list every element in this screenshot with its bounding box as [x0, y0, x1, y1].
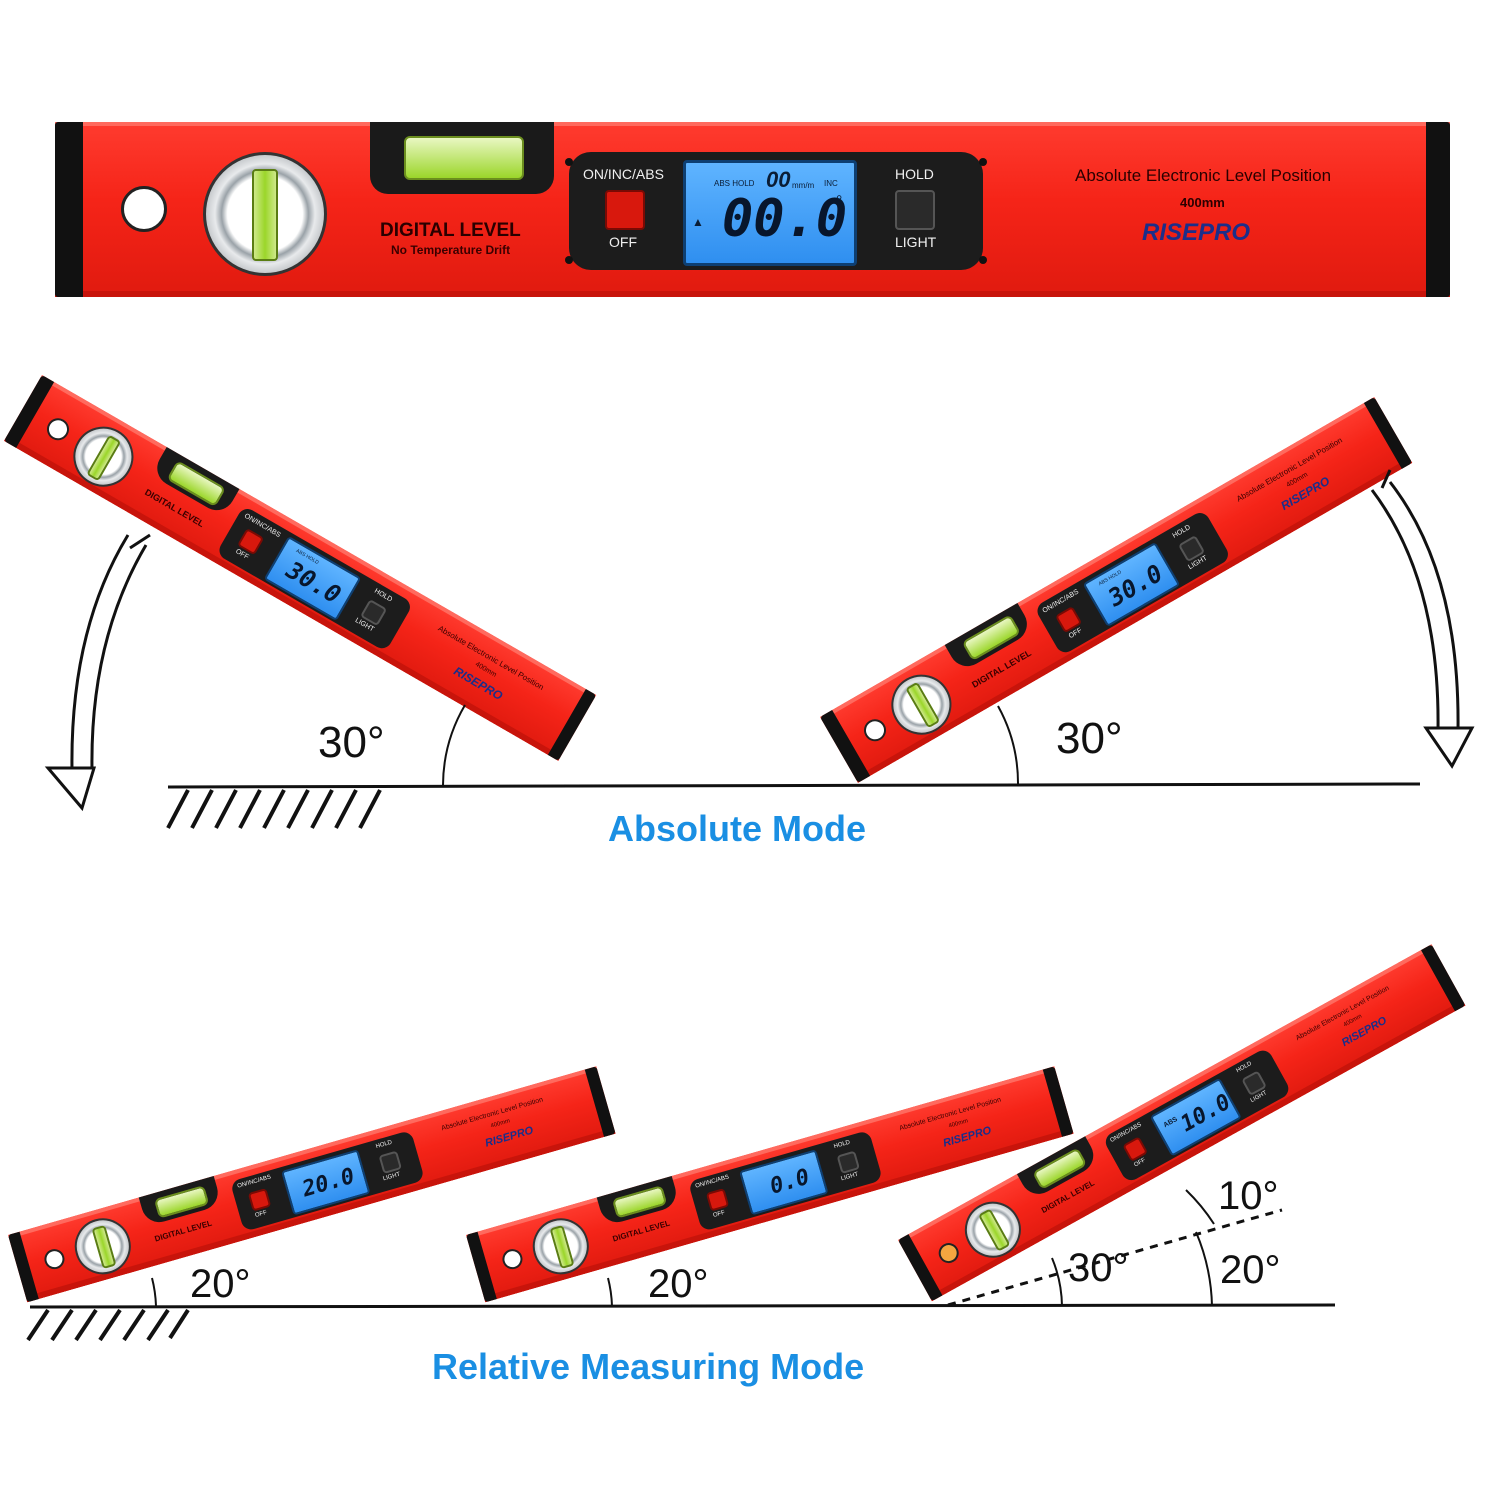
ground-line-relative — [29, 1303, 1336, 1309]
angle-label-rel-1: 20° — [190, 1262, 251, 1306]
control-panel: ON/INC/ABS OFF ABS HOLD 00 mm/m INC ▲ 00… — [565, 152, 987, 270]
brand-logo: RISEPRO — [1142, 219, 1251, 246]
angle-label-abs-left: 30° — [318, 718, 385, 767]
angle-readout: 00.0 — [722, 189, 848, 249]
angle-label-rel-3-bottom: 20° — [1220, 1248, 1281, 1292]
curved-arrow-right-icon — [1370, 489, 1440, 731]
light-label: LIGHT — [895, 234, 937, 250]
level-title: DIGITAL LEVEL — [380, 220, 521, 241]
digital-level-main: DIGITAL LEVEL No Temperature Drift ON/IN… — [55, 122, 1450, 297]
ground-hatch-relative — [26, 1308, 190, 1342]
angle-arc-right — [997, 705, 1020, 786]
hold-label: HOLD — [895, 166, 934, 182]
hold-button[interactable] — [895, 190, 935, 230]
lcd-display: ABS HOLD 00 mm/m INC ▲ 00.0 ° — [683, 160, 857, 266]
on-inc-abs-label: ON/INC/ABS — [583, 166, 664, 182]
power-button[interactable] — [605, 190, 645, 230]
vertical-vial-icon — [203, 152, 327, 276]
hanging-hole — [121, 186, 167, 232]
angle-label-rel-3-mid: 30° — [1068, 1246, 1129, 1290]
angle-label-rel-3-top: 10° — [1218, 1174, 1279, 1218]
end-cap-left — [55, 122, 83, 297]
angle-label-rel-2: 20° — [648, 1262, 709, 1306]
relative-mode-label: Relative Measuring Mode — [432, 1346, 865, 1387]
level-subtitle: No Temperature Drift — [391, 243, 511, 257]
angle-label-abs-right: 30° — [1056, 714, 1123, 763]
right-size: 400mm — [1180, 195, 1225, 210]
off-label: OFF — [609, 234, 637, 250]
curved-arrow-left-icon — [70, 534, 130, 771]
angle-arc-left — [442, 704, 466, 786]
right-heading: Absolute Electronic Level Position — [1075, 166, 1332, 185]
ground-hatch-left — [166, 789, 382, 829]
end-cap-right — [1426, 122, 1450, 297]
absolute-mode-label: Absolute Mode — [608, 808, 866, 849]
ground-line — [167, 782, 1421, 789]
horizontal-vial-icon — [370, 122, 554, 194]
